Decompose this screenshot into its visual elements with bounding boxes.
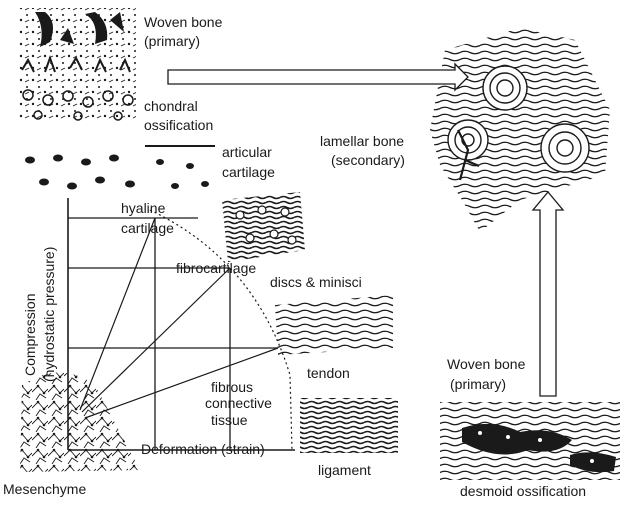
arrow-woven-to-lamellar (168, 64, 468, 90)
articular-cartilage-illustration (18, 146, 218, 198)
label-woven-bone-right-primary: (primary) (450, 376, 506, 393)
mesenchyme-illustration (20, 373, 140, 473)
lamellar-bone-illustration (430, 28, 610, 232)
chondral-ossification-illustration (18, 58, 136, 122)
label-chondral: chondral (144, 98, 198, 115)
label-lamellar-bone: lamellar bone (320, 133, 404, 150)
label-deformation-strain: Deformation (strain) (141, 441, 265, 458)
label-ossification: ossification (144, 117, 213, 134)
label-woven-bone-top-primary: (primary) (144, 33, 200, 50)
label-lamellar-secondary: (secondary) (331, 152, 405, 169)
label-fibrocartilage: fibrocartilage (176, 260, 256, 277)
label-woven-bone-right: Woven bone (447, 356, 525, 373)
label-desmoid-ossification: desmoid ossification (460, 483, 586, 500)
label-discs-minisci: discs & minisci (270, 274, 362, 291)
fibrocartilage-illustration (222, 192, 305, 262)
label-articular: articular (222, 144, 272, 161)
label-woven-bone-top: Woven bone (144, 14, 222, 31)
label-connective: connective (205, 395, 272, 412)
arrow-desmoid-to-lamellar (533, 192, 563, 396)
desmoid-ossification-illustration (440, 402, 620, 480)
label-tissue: tissue (211, 412, 248, 429)
label-mesenchyme: Mesenchyme (3, 481, 86, 498)
label-hyaline-cartilage: cartilage (121, 220, 174, 237)
tendon-illustration (275, 295, 393, 355)
label-hydrostatic-pressure: (hydrostatic pressure) (41, 247, 58, 382)
label-articular-cartilage: cartilage (222, 164, 275, 181)
label-hyaline: hyaline (121, 200, 165, 217)
label-ligament: ligament (318, 462, 371, 479)
label-compression: Compression (22, 294, 39, 376)
ligament-illustration (300, 398, 398, 453)
woven-bone-top-illustration (18, 8, 136, 60)
label-fibrous: fibrous (211, 379, 253, 396)
label-tendon: tendon (307, 365, 350, 382)
